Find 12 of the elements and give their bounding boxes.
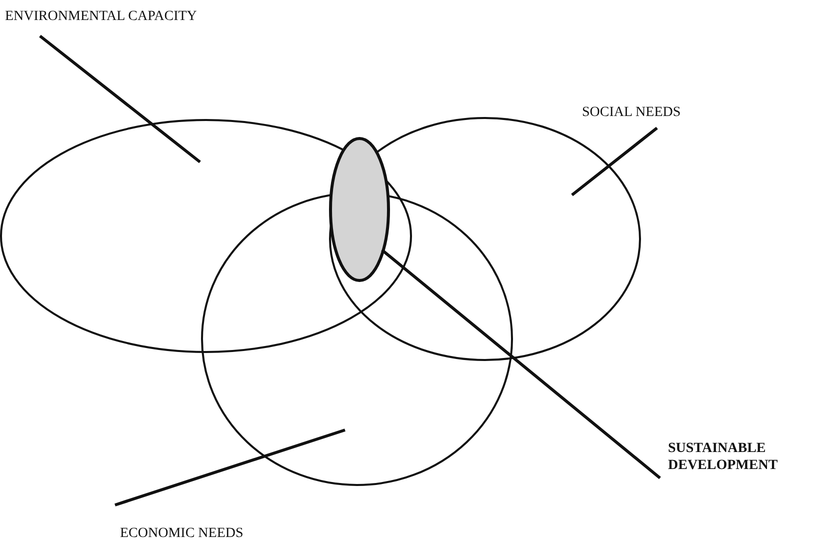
leader-line bbox=[381, 248, 661, 480]
region-label: ECONOMIC NEEDS bbox=[120, 525, 244, 542]
circle bbox=[329, 117, 641, 361]
circle bbox=[201, 192, 513, 486]
region-label: SUSTAINABLE DEVELOPMENT bbox=[668, 440, 798, 474]
leader-line bbox=[114, 428, 346, 506]
highlighted-ellipse bbox=[328, 136, 390, 282]
region-label: ENVIRONMENTAL CAPACITY bbox=[5, 8, 197, 25]
circle bbox=[0, 119, 412, 353]
leader-line bbox=[39, 34, 201, 164]
region-label: SOCIAL NEEDS bbox=[582, 104, 681, 121]
leader-line bbox=[571, 126, 658, 196]
